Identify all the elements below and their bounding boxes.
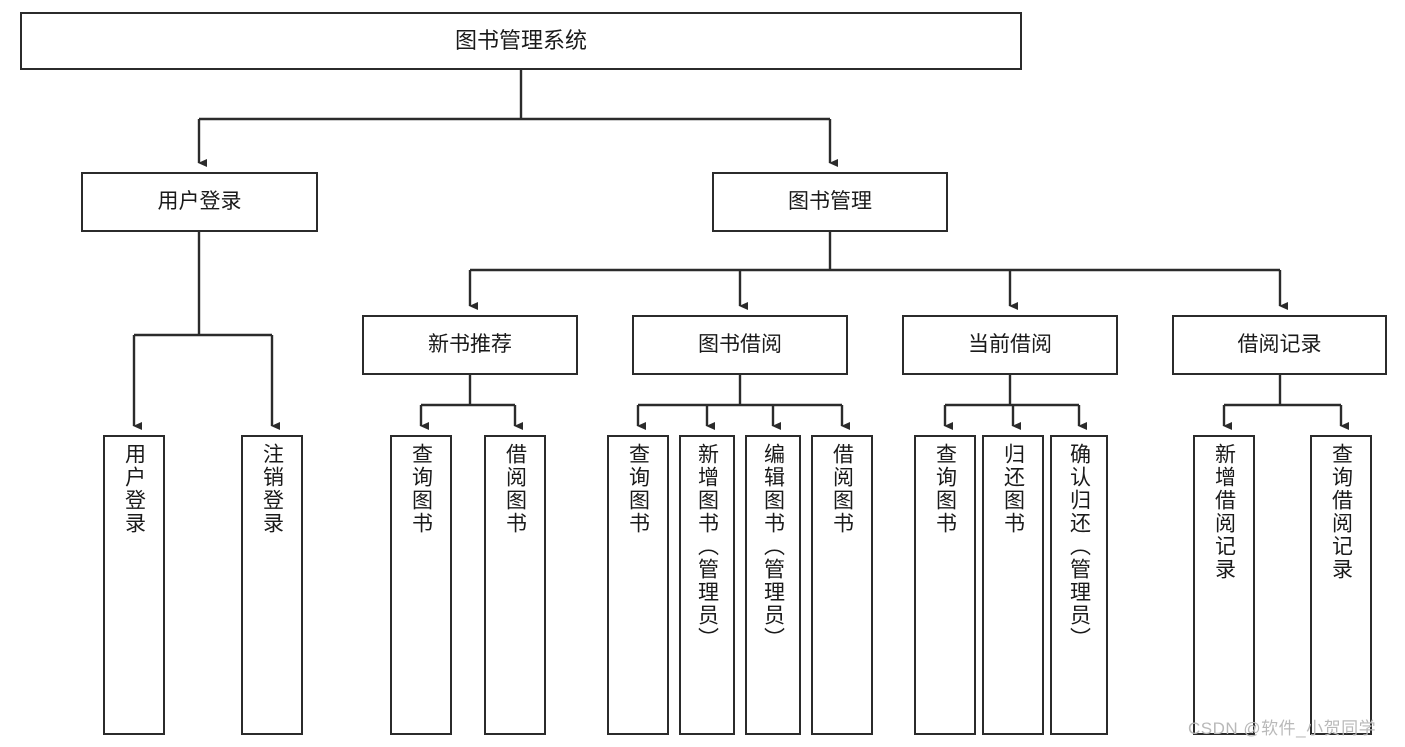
node-leaf-borrow-book-2[interactable]: 借阅图书 (811, 435, 873, 735)
node-leaf-add-record[interactable]: 新增借阅记录 (1193, 435, 1255, 735)
node-leaf-query-book-2-label: 查询图书 (626, 443, 650, 535)
node-leaf-borrow-book-2-label: 借阅图书 (830, 443, 854, 535)
node-current-borrow[interactable]: 当前借阅 (902, 315, 1118, 375)
watermark: CSDN @软件_小贺同学 (1188, 719, 1377, 738)
node-leaf-query-book-2[interactable]: 查询图书 (607, 435, 669, 735)
node-leaf-edit-book[interactable]: 编辑图书（管理员） (745, 435, 801, 735)
node-leaf-confirm-return[interactable]: 确认归还（管理员） (1050, 435, 1108, 735)
node-root-label: 图书管理系统 (454, 27, 587, 53)
node-leaf-return-book-label: 归还图书 (1001, 443, 1025, 535)
node-leaf-return-book[interactable]: 归还图书 (982, 435, 1044, 735)
node-leaf-borrow-book-1[interactable]: 借阅图书 (484, 435, 546, 735)
node-leaf-query-book-3-label: 查询图书 (933, 443, 957, 535)
node-current-borrow-label: 当前借阅 (968, 333, 1052, 357)
node-leaf-query-book-3[interactable]: 查询图书 (914, 435, 976, 735)
node-leaf-confirm-return-label: 确认归还（管理员） (1067, 443, 1091, 650)
node-leaf-query-record[interactable]: 查询借阅记录 (1310, 435, 1372, 735)
node-leaf-edit-book-label: 编辑图书（管理员） (761, 443, 785, 650)
node-leaf-user-login[interactable]: 用户登录 (103, 435, 165, 735)
node-user-login[interactable]: 用户登录 (81, 172, 318, 232)
node-leaf-query-book-1-label: 查询图书 (409, 443, 433, 535)
node-new-book-rec[interactable]: 新书推荐 (362, 315, 578, 375)
node-book-borrow[interactable]: 图书借阅 (632, 315, 848, 375)
node-leaf-add-book-label: 新增图书（管理员） (695, 443, 719, 650)
node-borrow-record[interactable]: 借阅记录 (1172, 315, 1387, 375)
node-leaf-add-book[interactable]: 新增图书（管理员） (679, 435, 735, 735)
node-leaf-add-record-label: 新增借阅记录 (1212, 443, 1236, 581)
node-leaf-user-logout-label: 注销登录 (260, 443, 284, 535)
node-leaf-borrow-book-1-label: 借阅图书 (503, 443, 527, 535)
node-root[interactable]: 图书管理系统 (20, 12, 1022, 70)
node-new-book-rec-label: 新书推荐 (428, 333, 512, 357)
node-leaf-query-record-label: 查询借阅记录 (1329, 443, 1353, 581)
node-leaf-user-logout[interactable]: 注销登录 (241, 435, 303, 735)
node-user-login-label: 用户登录 (157, 190, 242, 214)
node-book-manage[interactable]: 图书管理 (712, 172, 948, 232)
node-book-manage-label: 图书管理 (788, 190, 872, 214)
node-borrow-record-label: 借阅记录 (1237, 333, 1322, 357)
node-book-borrow-label: 图书借阅 (698, 333, 782, 357)
node-leaf-query-book-1[interactable]: 查询图书 (390, 435, 452, 735)
node-leaf-user-login-label: 用户登录 (122, 443, 146, 535)
